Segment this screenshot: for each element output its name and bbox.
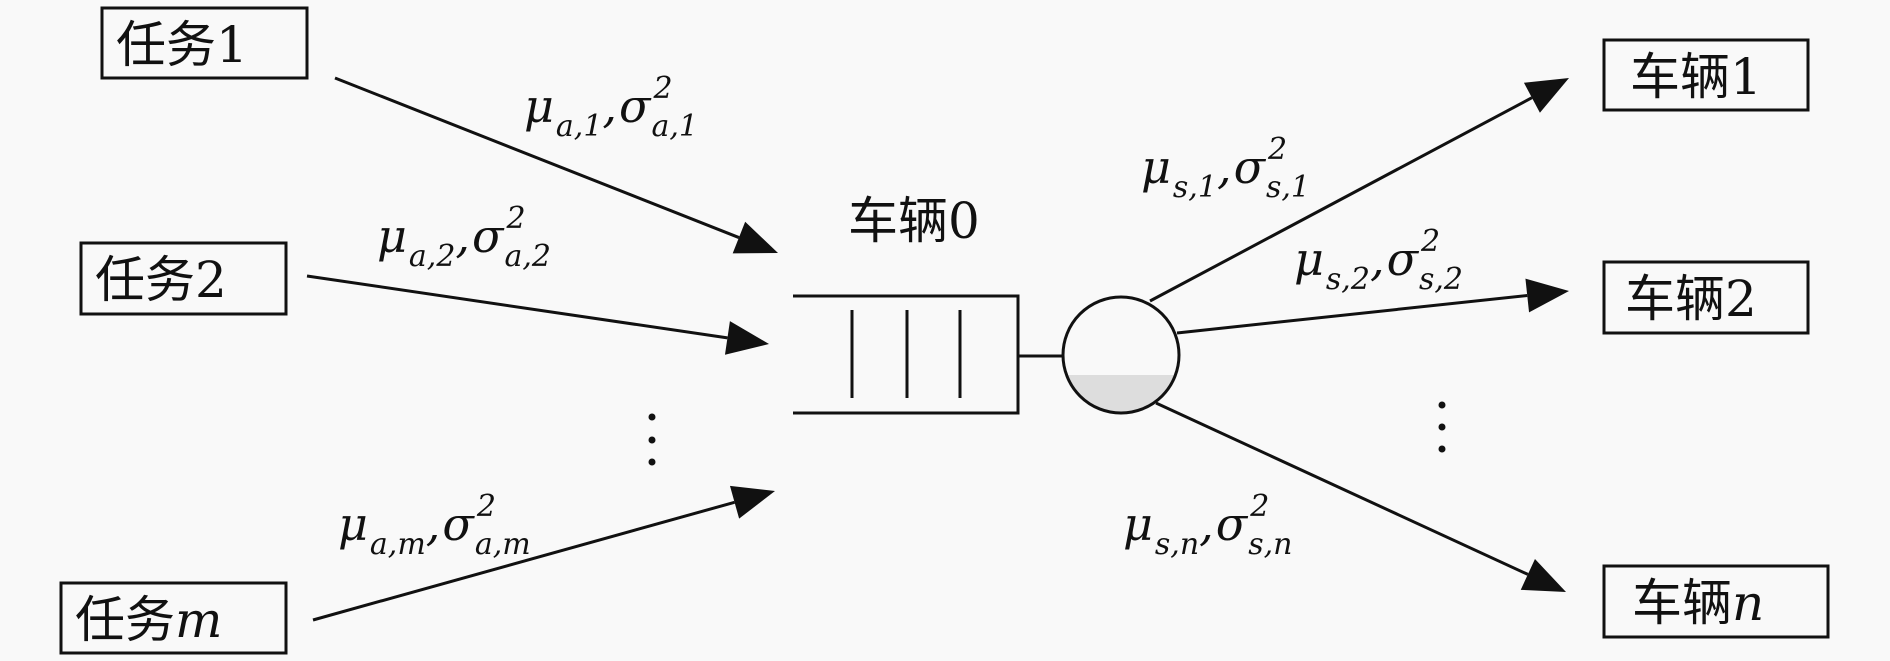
arrowhead-icon [729,485,775,519]
arrowhead-icon [724,321,769,355]
svg-text:任务2: 任务2 [95,251,227,309]
arrow-vehicle-1 [1149,78,1569,303]
svg-text:车辆2: 车辆2 [1625,270,1757,328]
task-ellipsis [648,413,656,466]
variance-subscript: s,1 [1266,170,1310,205]
variance-subscript: s,n [1248,527,1292,562]
task-index: 1 [216,16,248,74]
mean-symbol: μ [1141,140,1171,194]
task-box [79,241,288,316]
task-box [100,6,309,80]
variance-symbol: σ [1387,232,1420,286]
svg-text:车辆1: 车辆1 [1630,48,1762,106]
mean-symbol: μ [524,79,554,133]
separator: , [1217,140,1232,194]
vehicle-label: 车辆 [1632,574,1732,632]
svg-text:任务m: 任务m [75,591,222,649]
variance-subscript: a,2 [504,239,551,274]
task-label: 任务 [116,16,216,74]
task-box [59,581,288,655]
task-node-m: 任务m [59,581,288,655]
arrow-shaft [312,500,735,622]
task-index: 2 [195,251,227,309]
queue-buffer [793,294,1062,415]
arrow-shaft [1155,401,1529,576]
mean-symbol: μ [338,497,368,551]
arrow-task-1 [334,76,778,254]
arrow-task-2 [306,274,769,355]
separator: , [1199,497,1214,551]
mean-subscript: s,n [1155,527,1199,562]
mean-subscript: s,1 [1173,170,1217,205]
variance-symbol: σ [1216,497,1249,551]
arrow-vehicle-n [1155,401,1566,592]
server-node [1061,295,1181,415]
mean-subscript: a,2 [409,239,456,274]
variance-power: 2 [652,71,672,106]
svg-text:任务1: 任务1 [116,16,248,74]
variance-symbol: σ [472,209,505,263]
arrowhead-icon [1520,558,1566,592]
arrowhead-icon [1523,78,1569,113]
separator: , [1370,232,1385,286]
vehicle-index: 2 [1725,270,1757,328]
vehicle-box [1602,564,1830,639]
task-label: 任务 [95,251,195,309]
svg-text:车辆n: 车辆n [1632,574,1764,632]
vehicle-index: 1 [1730,48,1762,106]
arrowhead-icon [732,221,778,254]
variance-symbol: σ [619,79,652,133]
mean-subscript: s,2 [1326,262,1370,297]
arrow-shaft [1176,293,1528,335]
arrow-shaft [1149,96,1533,303]
arrow-shaft [334,76,740,239]
arrowhead-icon [1525,278,1569,313]
mean-subscript: a,1 [556,109,603,144]
arrow-vehicle-2 [1176,278,1569,335]
variance-subscript: a,1 [651,109,698,144]
vehicle-label: 车辆 [1625,270,1725,328]
mean-symbol: μ [1123,497,1153,551]
variance-power: 2 [1249,489,1269,524]
variance-power: 2 [505,201,525,236]
variance-subscript: a,m [475,527,531,562]
mean-symbol: μ [1294,232,1324,286]
separator: , [602,79,617,133]
separator: , [426,497,441,551]
task-label: 任务 [75,591,175,649]
mean-subscript: a,m [370,527,426,562]
vehicle-index: n [1732,574,1764,632]
vehicle-node-1: 车辆1 [1602,38,1810,112]
mean-symbol: μ [377,209,407,263]
task-node-1: 任务1 [100,6,309,80]
vehicle-box [1602,38,1810,112]
vehicle-node-2: 车辆2 [1602,260,1810,335]
variance-power: 2 [1267,132,1287,167]
vehicle-box [1602,260,1810,335]
variance-symbol: σ [442,497,475,551]
vehicle-label: 车辆 [1630,48,1730,106]
server-label: 车辆0 [848,192,980,250]
variance-power: 2 [476,489,496,524]
variance-symbol: σ [1234,140,1267,194]
task-index: m [175,591,222,649]
variance-subscript: s,2 [1419,262,1463,297]
vehicle-ellipsis [1438,401,1446,453]
arrow-shaft [306,274,728,340]
variance-power: 2 [1420,224,1440,259]
arrow-task-m [312,485,775,622]
separator: , [455,209,470,263]
task-node-2: 任务2 [79,241,288,316]
vehicle-node-n: 车辆n [1602,564,1830,639]
